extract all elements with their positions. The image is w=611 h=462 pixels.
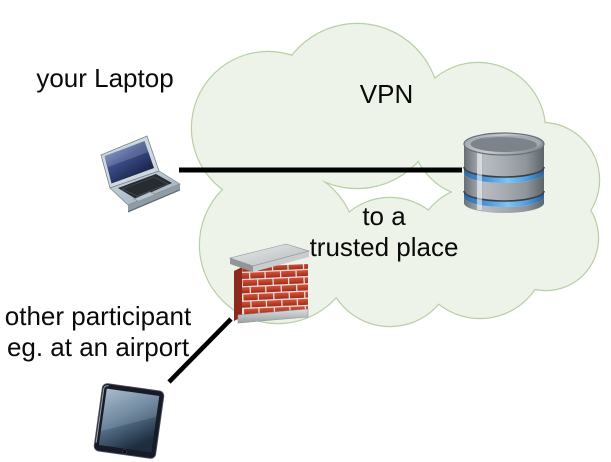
cloud-title: VPN — [359, 79, 414, 109]
database-icon — [463, 132, 545, 213]
laptop-icon — [100, 135, 181, 213]
cloud-caption-line1: to a — [362, 201, 406, 231]
participant-label-line1: other participant — [4, 301, 192, 331]
connection-tablet-firewall — [167, 317, 233, 384]
cloud-caption: to a trusted place — [264, 201, 504, 263]
cloud-caption-line2: trusted place — [309, 232, 459, 262]
firewall-icon — [228, 243, 311, 324]
participant-label: other participant eg. at an airport — [0, 301, 196, 363]
laptop-label: your Laptop — [36, 63, 174, 93]
participant-label-line2: eg. at an airport — [6, 332, 190, 362]
tablet-icon — [93, 383, 165, 459]
